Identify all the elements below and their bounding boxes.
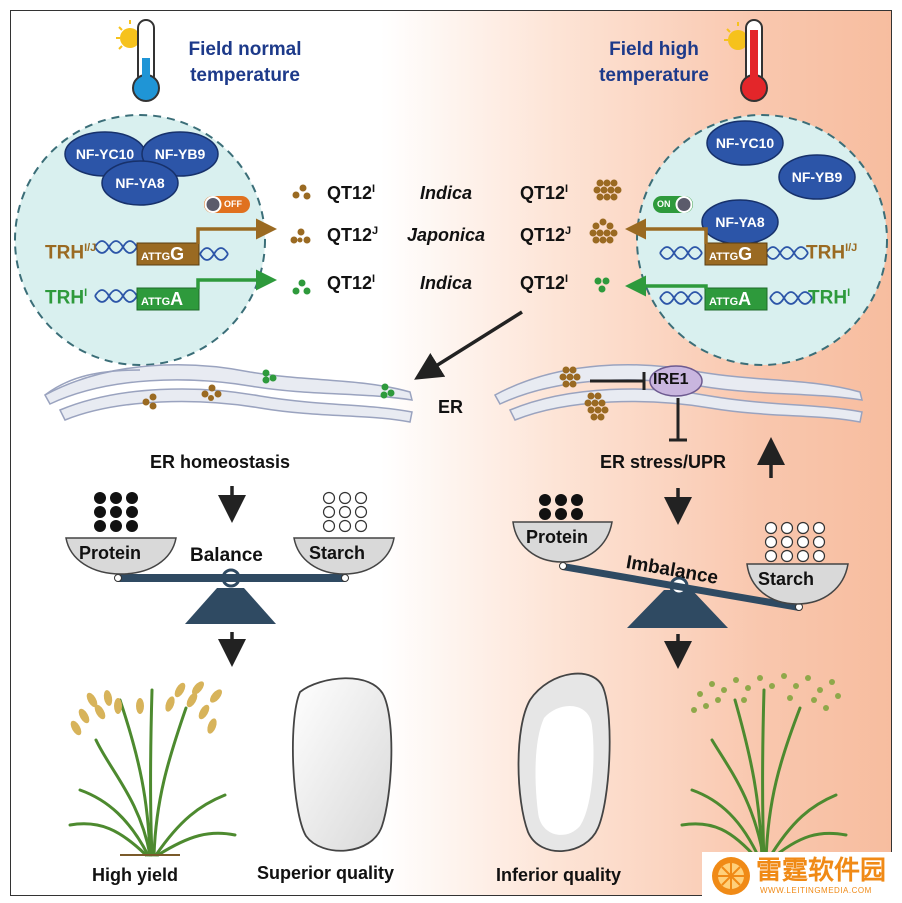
nucleus-left <box>14 114 266 366</box>
qt12-row1-left: QT12I <box>327 183 376 203</box>
high-yield-label: High yield <box>92 865 179 885</box>
balance-label: Balance <box>190 545 263 566</box>
er-stress-label: ER stress/UPR <box>600 452 727 472</box>
qt12-row3-right: QT12I <box>520 273 569 293</box>
watermark-url: WWW.LEITINGMEDIA.COM <box>760 886 872 895</box>
species-row3: Indica <box>420 273 473 293</box>
superior-quality-label: Superior quality <box>257 863 395 883</box>
right-header-line1: Field high <box>609 39 699 60</box>
switch-off-label: OFF <box>224 199 242 209</box>
er-left <box>43 364 414 423</box>
er-homeostasis-label: ER homeostasis <box>150 452 291 472</box>
protein-left-label: Protein <box>79 543 142 563</box>
nf-yb9-left: NF-YB9 <box>154 146 206 162</box>
er-label: ER <box>438 397 464 417</box>
ire1-label: IRE1 <box>653 371 689 388</box>
trh-i-left-label: TRHI <box>45 287 88 309</box>
rice-plant-right-icon <box>680 673 848 862</box>
rice-grain-superior-icon <box>292 677 393 852</box>
trh-ij-right-label: TRHI/J <box>806 242 858 264</box>
ire1-node <box>649 365 703 397</box>
nf-yc10-right: NF-YC10 <box>715 135 775 151</box>
trh-ij-left-label: TRHI/J <box>45 242 97 264</box>
qt12-row3-left: QT12I <box>327 273 376 293</box>
starch-left-label: Starch <box>309 543 366 563</box>
trh-i-right-label: TRHI <box>808 287 851 309</box>
watermark-logo-icon <box>702 852 898 900</box>
promoter-g-right: ATTGG <box>709 244 753 264</box>
nf-yc10-left: NF-YC10 <box>75 146 135 162</box>
promoter-g-left: ATTGG <box>141 244 185 264</box>
balance-scale-left <box>65 491 395 624</box>
rice-plant-left-icon <box>68 681 237 857</box>
qt12-row2-right: QT12J <box>520 225 572 245</box>
watermark-name: 雷霆软件园 <box>756 855 887 885</box>
starch-right-label: Starch <box>758 569 815 589</box>
promoter-a-right: ATTGA <box>709 289 752 309</box>
promoter-a-left: ATTGA <box>141 289 184 309</box>
thermometer-hot-icon <box>724 19 768 102</box>
right-header-line2: temperature <box>599 65 709 86</box>
particle-clusters <box>290 179 622 295</box>
left-header-line2: temperature <box>190 65 300 86</box>
nf-yb9-right: NF-YB9 <box>791 169 843 185</box>
species-row2: Japonica <box>407 225 486 245</box>
protein-right-label: Protein <box>526 527 589 547</box>
left-header-line1: Field normal <box>188 39 302 60</box>
nf-ya8-left: NF-YA8 <box>115 175 165 191</box>
nf-ya8-right: NF-YA8 <box>715 214 765 230</box>
species-row1: Indica <box>420 183 473 203</box>
qt12-row2-left: QT12J <box>327 225 379 245</box>
qt12-row1-right: QT12I <box>520 183 569 203</box>
switch-on-label: ON <box>657 199 671 209</box>
balance-scale-right <box>512 494 849 628</box>
inferior-quality-label: Inferior quality <box>496 865 622 885</box>
thermometer-cold-icon <box>116 19 160 102</box>
